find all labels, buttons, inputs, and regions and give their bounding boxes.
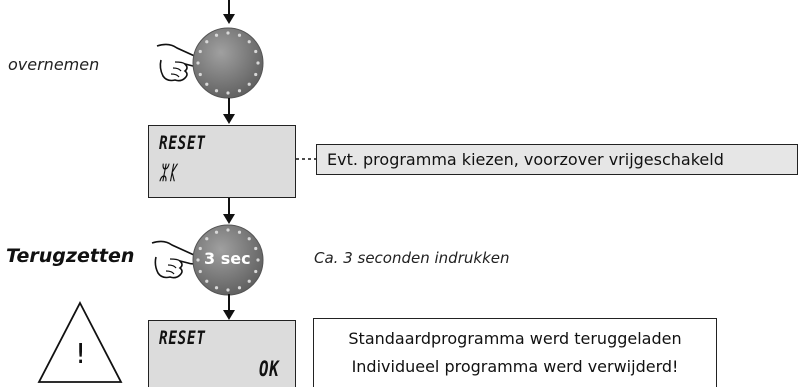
- flow-arrow-2-head: [223, 214, 235, 224]
- display-program-select: RESET ᛯᛕ: [148, 125, 296, 198]
- knob-grip-dot: [247, 279, 251, 283]
- knob-grip-dot: [226, 91, 230, 95]
- knob-grip-dot: [196, 61, 200, 65]
- knob-grip-dot: [214, 286, 219, 290]
- knob-grip-dot: [237, 286, 242, 290]
- knob-grip-dot: [214, 230, 219, 234]
- reset-label: Terugzetten: [6, 245, 135, 267]
- flow-arrow-3: [228, 294, 230, 314]
- knob-grip-dot: [237, 230, 242, 234]
- knob-grip-dot: [205, 237, 209, 241]
- flow-arrow-top-head: [223, 14, 235, 24]
- knob-grip-dot: [205, 82, 209, 86]
- flow-arrow-1-head: [223, 114, 235, 124]
- knob-grip-dot: [226, 228, 230, 232]
- knob-grip-dot: [226, 31, 230, 35]
- knob-grip-dot: [256, 61, 260, 65]
- flow-arrow-1: [228, 98, 230, 118]
- knob-grip-dot: [205, 279, 209, 283]
- knob-grip-dot: [256, 258, 260, 262]
- rotary-knob-icon[interactable]: [190, 25, 266, 101]
- program-select-callout: Evt. programma kiezen, voorzover vrijges…: [316, 144, 798, 175]
- rotary-knob-3sec-icon[interactable]: [190, 222, 266, 298]
- warning-symbol: !: [75, 337, 87, 370]
- callout-connector: [296, 158, 318, 160]
- knob-grip-dot: [247, 82, 251, 86]
- knob-grip-dot: [205, 40, 209, 44]
- take-over-label: overnemen: [8, 55, 100, 74]
- knob-grip-dot: [196, 258, 200, 262]
- knob-grip-dot: [198, 49, 202, 54]
- knob-grip-dot: [214, 33, 219, 37]
- result-line-2: Individueel programma werd verwijderd!: [351, 357, 679, 376]
- warning-triangle-icon: [37, 301, 123, 383]
- display-reset-ok: RESET OK: [148, 320, 296, 387]
- knob-grip-dot: [198, 246, 202, 251]
- knob-duration-text: 3 sec: [204, 249, 251, 268]
- display-line-2: ᛯᛕ: [159, 162, 178, 184]
- knob-grip-dot: [254, 246, 258, 251]
- knob-grip-dot: [247, 237, 251, 241]
- knob-grip-dot: [254, 269, 258, 274]
- knob-grip-dot: [226, 288, 230, 292]
- press-instruction: Ca. 3 seconden indrukken: [314, 249, 510, 267]
- knob-grip-dot: [254, 49, 258, 54]
- knob-grip-dot: [198, 269, 202, 274]
- flow-arrow-top: [228, 0, 230, 18]
- flow-arrow-2: [228, 198, 230, 218]
- knob-grip-dot: [254, 72, 258, 77]
- result-message-box: Standaardprogramma werd teruggeladen Ind…: [313, 318, 717, 387]
- knob-grip-dot: [214, 89, 219, 93]
- knob-grip-dot: [247, 40, 251, 44]
- knob-grip-dot: [237, 33, 242, 37]
- flow-arrow-3-head: [223, 310, 235, 320]
- display-ok-line-2: OK: [259, 357, 280, 381]
- display-line-1: RESET: [159, 132, 206, 154]
- knob-grip-dot: [198, 72, 202, 77]
- knob-grip-dot: [237, 89, 242, 93]
- program-select-callout-text: Evt. programma kiezen, voorzover vrijges…: [327, 150, 724, 169]
- result-line-1: Standaardprogramma werd teruggeladen: [348, 329, 682, 348]
- display-ok-line-1: RESET: [159, 327, 206, 349]
